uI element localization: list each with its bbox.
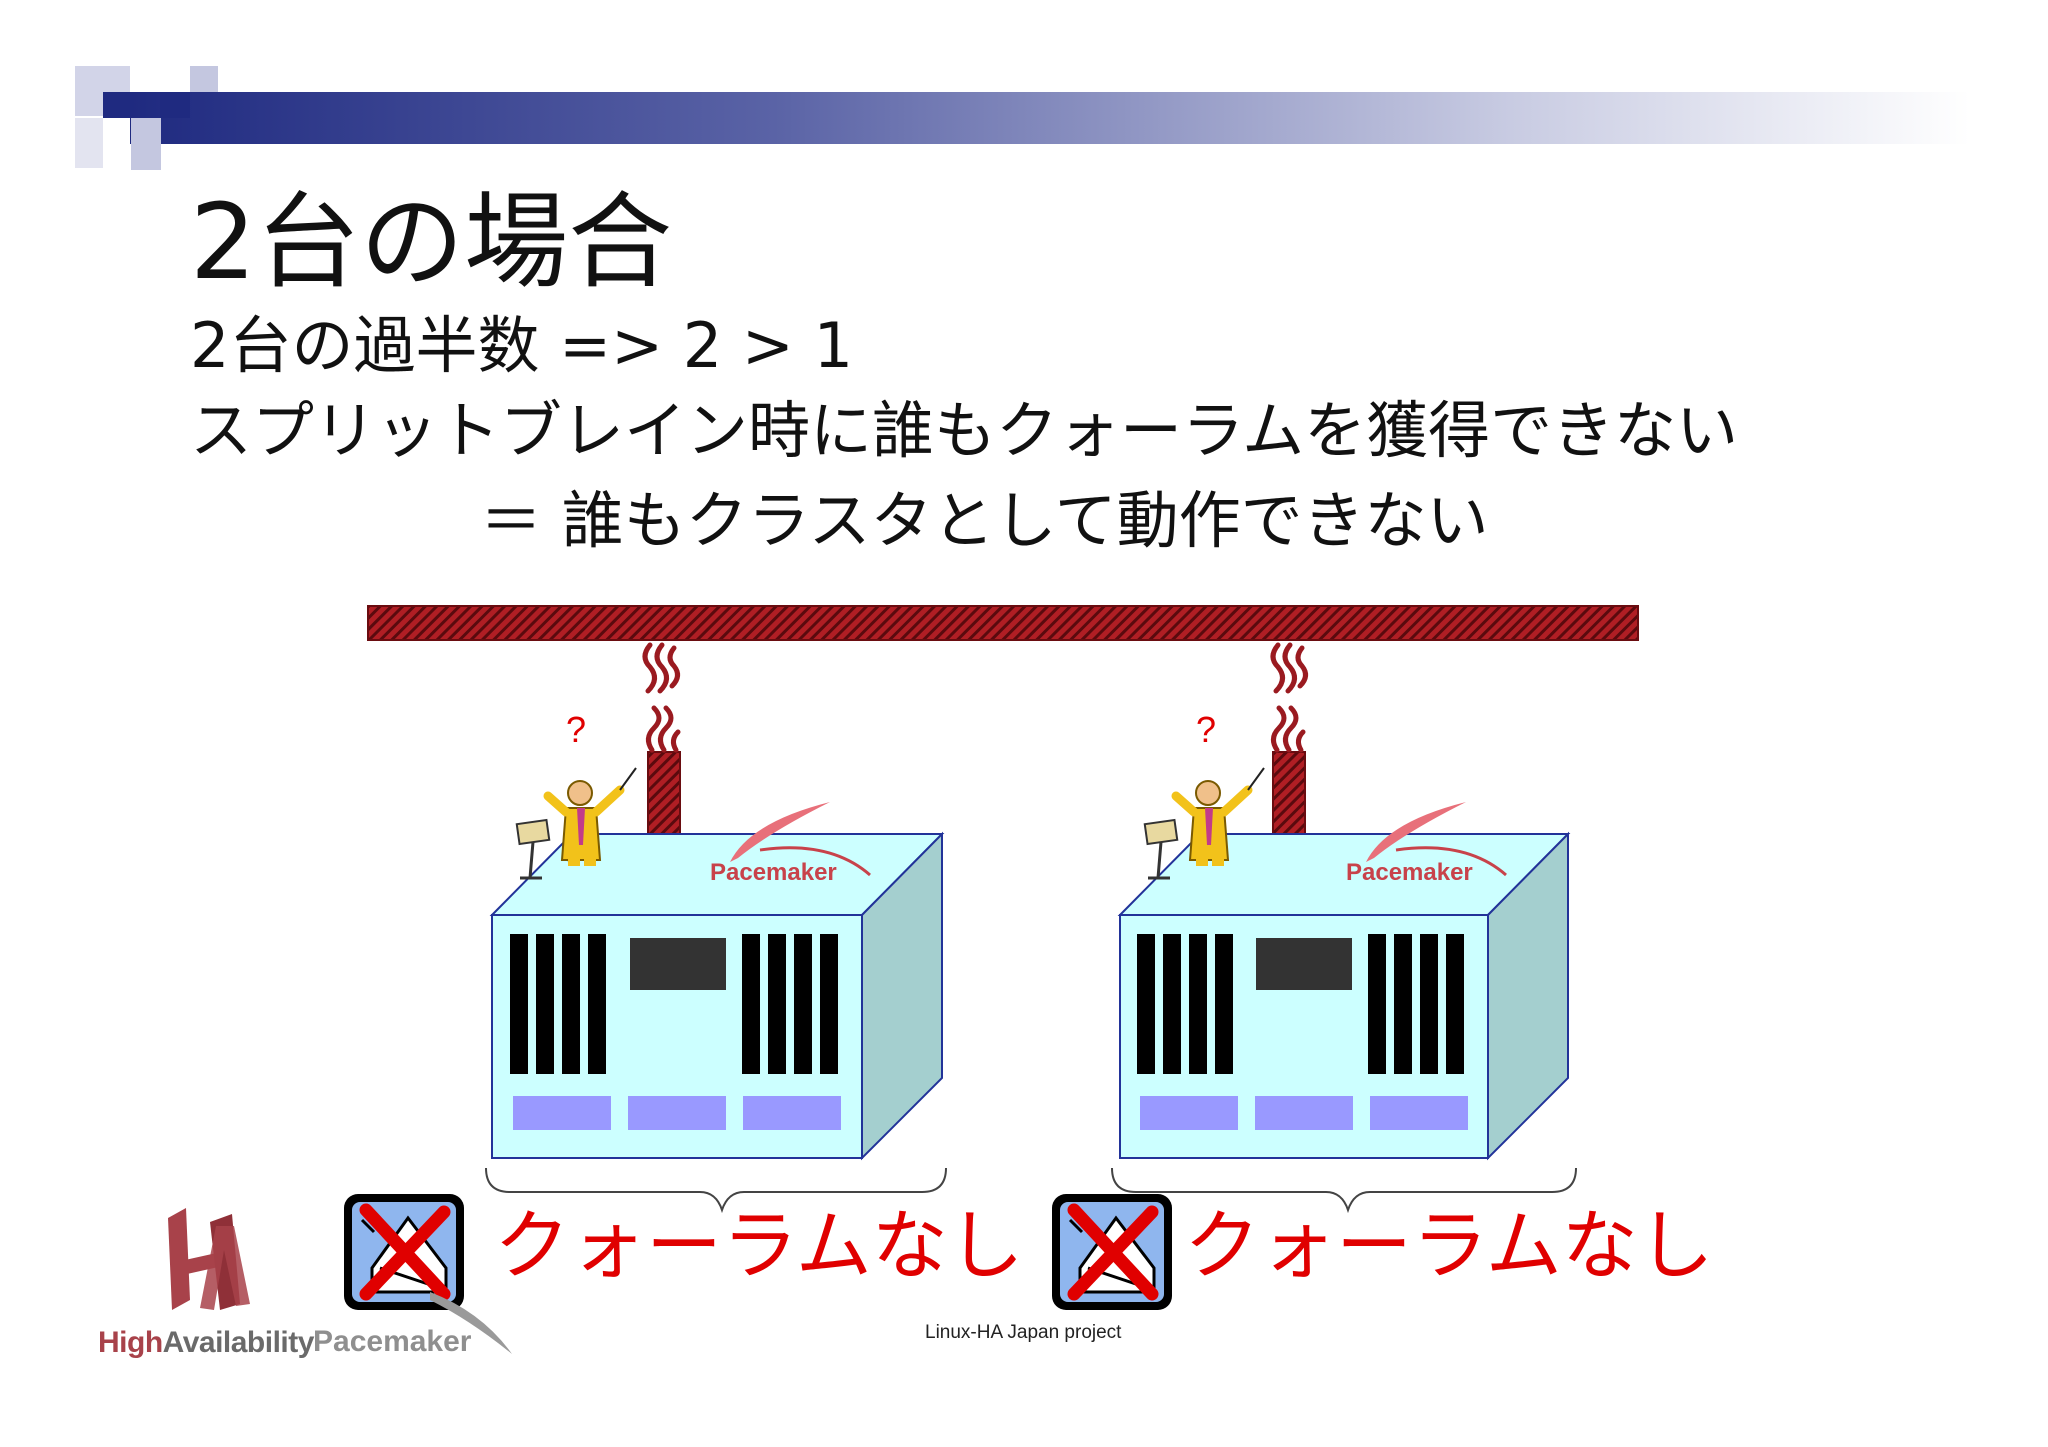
header-square	[131, 118, 161, 146]
slide-title: 2台の場合	[190, 181, 673, 303]
header-square	[131, 144, 161, 170]
header-square	[160, 92, 190, 118]
disk-slot	[1255, 1096, 1353, 1130]
cable-stub	[647, 751, 681, 835]
conductor-figure	[515, 767, 637, 880]
conductor-figure	[1143, 767, 1265, 880]
pacemaker-logo-swoosh	[430, 1292, 512, 1354]
pacemaker-swoosh	[1366, 802, 1466, 862]
high-availability-logo: HighAvailability	[98, 1326, 314, 1359]
pacemaker-label: Pacemaker	[1346, 859, 1473, 886]
header-square	[103, 92, 131, 118]
question-mark: ?	[1196, 709, 1216, 750]
disk-slot	[1140, 1096, 1238, 1130]
node-brace	[485, 1167, 947, 1214]
disk-slot	[743, 1096, 841, 1130]
footer-project: Linux-HA Japan project	[925, 1322, 1122, 1343]
disk-slot	[628, 1096, 726, 1130]
node-brace	[1111, 1167, 1577, 1214]
server-node-1: Pacemaker ?	[485, 705, 947, 1214]
pacemaker-swoosh	[730, 802, 830, 862]
header-gradient-bar	[130, 92, 1970, 144]
server-display	[630, 938, 726, 990]
header-square	[75, 118, 103, 168]
broken-cable-end	[1271, 705, 1306, 753]
header-square	[190, 66, 218, 92]
no-vote-icon-1	[344, 1194, 464, 1310]
broken-cable-top-left	[642, 642, 680, 694]
header-decoration	[75, 66, 1970, 170]
quorum-status-2: クォーラムなし	[1184, 1201, 1714, 1290]
disk-slot	[513, 1096, 611, 1130]
cable-stub	[1272, 751, 1306, 835]
disk-slot	[1370, 1096, 1468, 1130]
question-mark: ?	[566, 709, 586, 750]
broken-cable-top-right	[1270, 642, 1308, 694]
server-node-2: Pacemaker ?	[1111, 705, 1577, 1214]
split-brain-line: スプリットブレイン時に誰もクォーラムを獲得できない	[190, 394, 1739, 467]
quorum-status-1: クォーラムなし	[494, 1201, 1024, 1290]
broken-cable-end	[646, 705, 681, 753]
ha-logo-mark	[168, 1208, 250, 1310]
server-display	[1256, 938, 1352, 990]
pacemaker-label: Pacemaker	[710, 859, 837, 886]
no-vote-icon-2	[1052, 1194, 1172, 1310]
pacemaker-logo: Pacemaker	[313, 1325, 472, 1358]
conclusion-line: ＝ 誰もクラスタとして動作できない	[480, 484, 1489, 557]
majority-line: 2台の過半数 => 2 > 1	[190, 309, 854, 382]
network-bar	[367, 605, 1639, 641]
